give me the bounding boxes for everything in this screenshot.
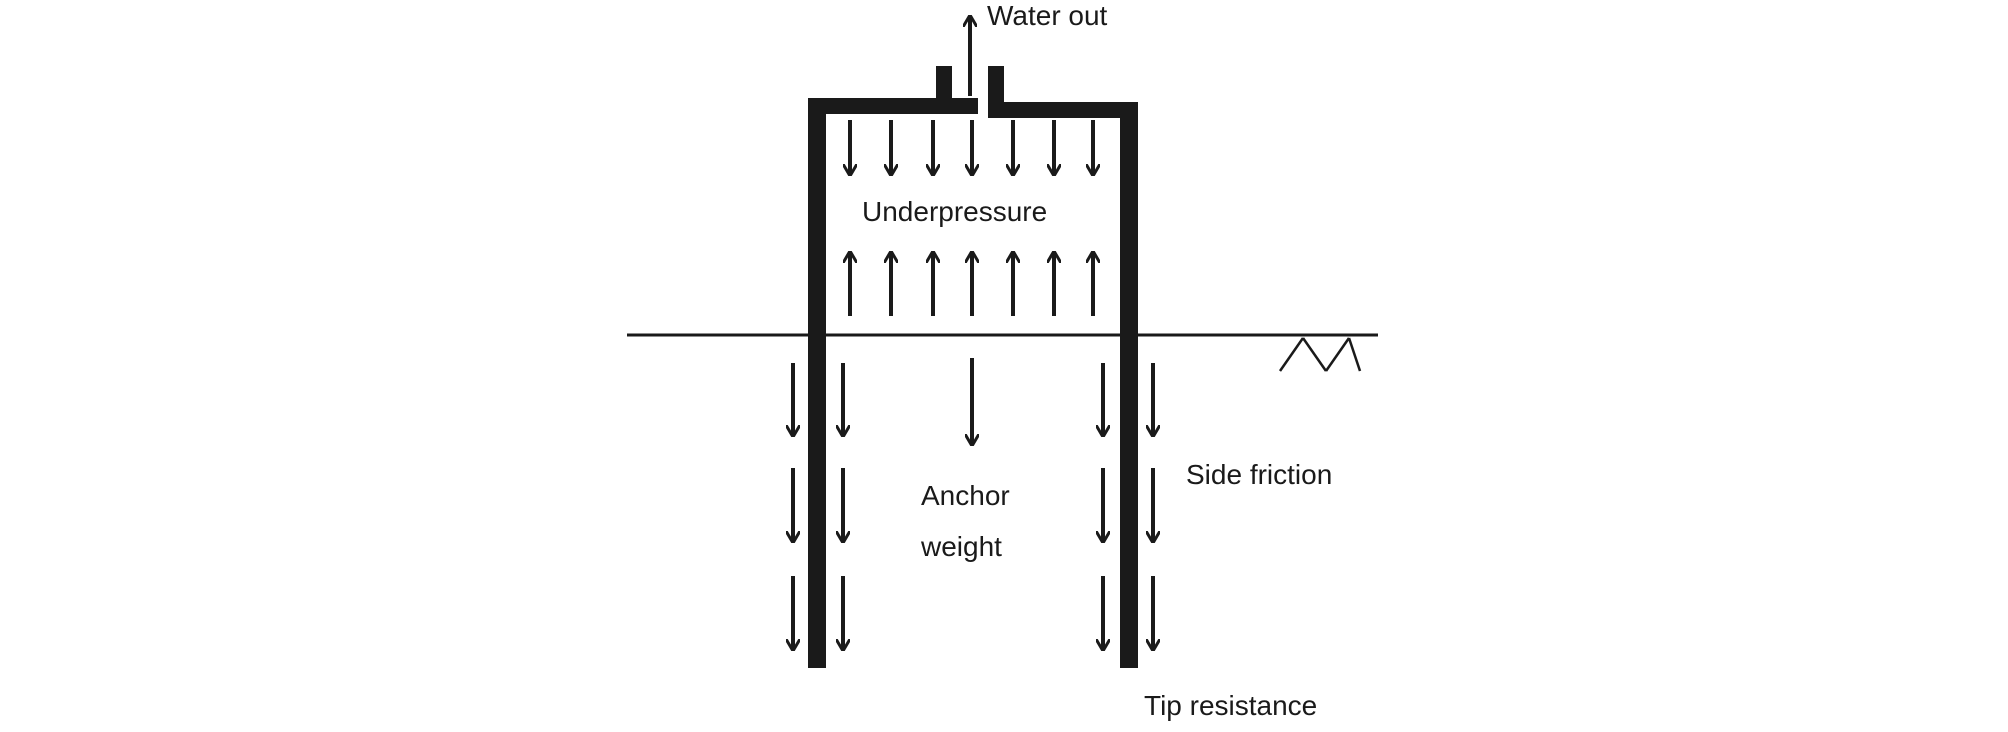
- water-out-label: Water out: [987, 0, 1108, 31]
- tip-resistance-label: Tip resistance: [1144, 690, 1318, 721]
- anchor-weight-label-line1: Anchor: [921, 480, 1010, 511]
- bucket-lid-right: [988, 102, 1138, 118]
- soil-hatch-symbol: [1278, 337, 1362, 372]
- bucket-lid-left: [808, 98, 978, 114]
- outlet-pipe-right: [988, 66, 1004, 112]
- outlet-pipe-left: [936, 66, 952, 112]
- bucket-left-wall: [808, 98, 826, 668]
- side-friction-label: Side friction: [1186, 459, 1333, 490]
- bucket-right-wall: [1120, 102, 1138, 668]
- anchor-weight-label-line2: weight: [921, 531, 1002, 562]
- underpressure-label: Underpressure: [862, 196, 1048, 227]
- suction-bucket: [808, 66, 1138, 668]
